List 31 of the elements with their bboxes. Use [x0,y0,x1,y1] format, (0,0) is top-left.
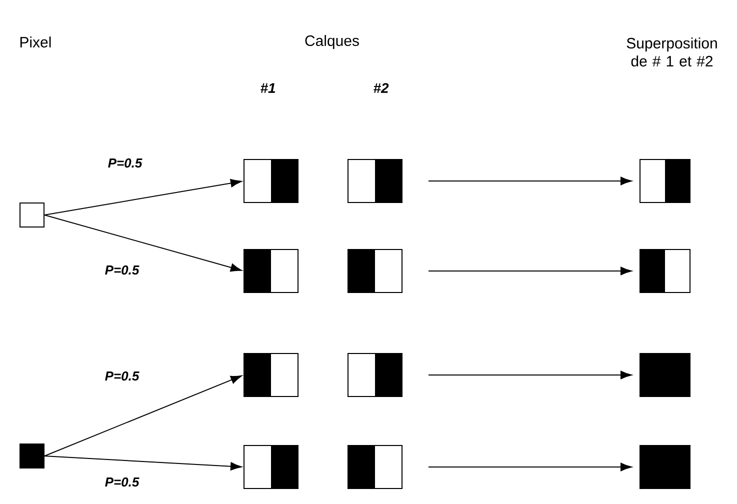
share-number: #1 [260,83,276,93]
share-square [244,445,298,489]
arrow [428,462,632,472]
share-square [348,445,402,489]
arrow [428,176,632,186]
share-square [244,249,298,293]
result-square [640,159,690,203]
result-square [640,249,690,293]
edge-label: P=0.5 [104,370,140,382]
arrow [428,266,632,276]
share-square [348,159,402,203]
share-number: #2 [374,83,389,93]
column-heading: Superposition de # 1 et #2 [626,38,717,66]
pixel-square [20,202,44,228]
column-heading: Calques [305,35,359,49]
pixel-square [20,444,44,468]
result-square [640,445,690,489]
share-square [348,249,402,293]
share-square [244,159,298,203]
arrow [44,456,242,470]
share-square [244,353,298,397]
edge-label: P=0.5 [106,157,144,169]
arrow [428,370,632,380]
arrow [44,214,242,272]
edge-label: P=0.5 [104,264,140,276]
result-square [640,353,690,397]
arrow [44,375,242,456]
share-square [348,353,402,397]
column-heading: Pixel [20,36,51,48]
edge-label: P=0.5 [104,476,140,488]
arrow [44,179,242,216]
